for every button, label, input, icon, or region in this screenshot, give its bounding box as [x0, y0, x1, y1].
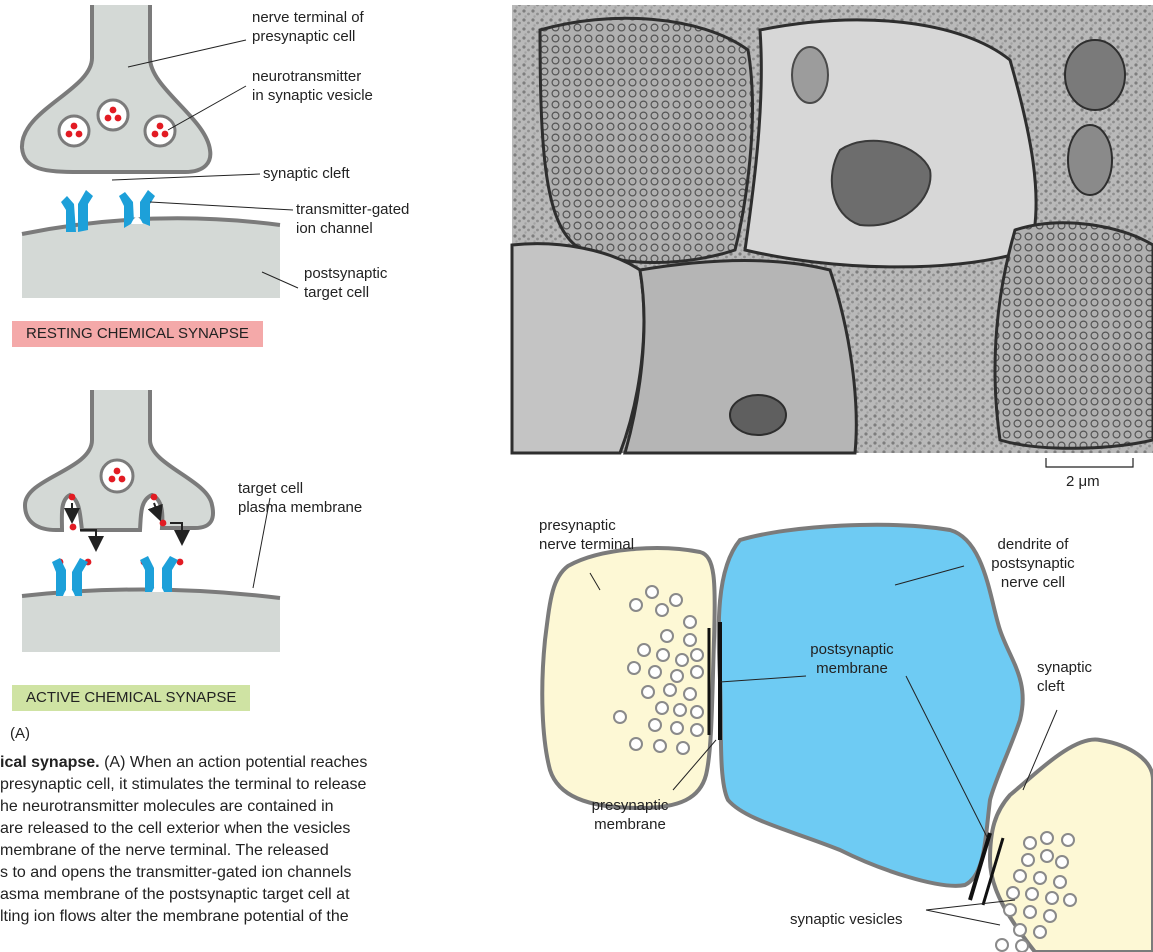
label-transmitter-gated: transmitter-gated ion channel	[296, 200, 409, 238]
caption-line: he neurotransmitter molecules are contai…	[0, 796, 480, 818]
resting-target-cell	[22, 218, 280, 298]
caption-line: s to and opens the transmitter-gated ion…	[0, 862, 480, 884]
scale-bar-label: 2 μm	[1066, 472, 1100, 491]
active-target-cell	[22, 589, 280, 652]
caption-line: lting ion flows alter the membrane poten…	[0, 906, 480, 928]
panel-a-letter: (A)	[10, 724, 30, 743]
caption-line: asma membrane of the postsynaptic target…	[0, 884, 480, 906]
figure-caption: ical synapse. (A) When an action potenti…	[0, 752, 480, 928]
label-postsynaptic-membrane: postsynaptic membrane	[802, 640, 902, 678]
label-target-membrane: target cell plasma membrane	[238, 479, 362, 517]
resting-synapse-diagram	[22, 5, 280, 298]
caption-line: are released to the cell exterior when t…	[0, 818, 480, 840]
scale-bar	[1046, 458, 1133, 467]
caption-line: ical synapse. (A) When an action potenti…	[0, 752, 480, 774]
label-nerve-terminal: nerve terminal of presynaptic cell	[252, 8, 364, 46]
label-neurotransmitter: neurotransmitter in synaptic vesicle	[252, 67, 373, 105]
electron-micrograph	[512, 5, 1153, 453]
label-dendrite: dendrite of postsynaptic nerve cell	[978, 535, 1088, 592]
active-synapse-diagram	[22, 390, 280, 652]
resting-banner: RESTING CHEMICAL SYNAPSE	[12, 321, 263, 347]
active-banner: ACTIVE CHEMICAL SYNAPSE	[12, 685, 250, 711]
label-synaptic-cleft-b: synaptic cleft	[1037, 658, 1092, 696]
caption-line: presynaptic cell, it stimulates the term…	[0, 774, 480, 796]
presynaptic-nerve-terminal-shape	[542, 548, 714, 808]
caption-line: membrane of the nerve terminal. The rele…	[0, 840, 480, 862]
resting-nerve-terminal	[22, 5, 210, 172]
label-presynaptic-membrane: presynaptic membrane	[580, 796, 680, 834]
label-synaptic-cleft-a: synaptic cleft	[263, 164, 350, 183]
label-postsynaptic-target: postsynaptic target cell	[304, 264, 387, 302]
label-presynaptic-terminal: presynaptic nerve terminal	[539, 516, 634, 554]
label-synaptic-vesicles: synaptic vesicles	[790, 910, 903, 929]
